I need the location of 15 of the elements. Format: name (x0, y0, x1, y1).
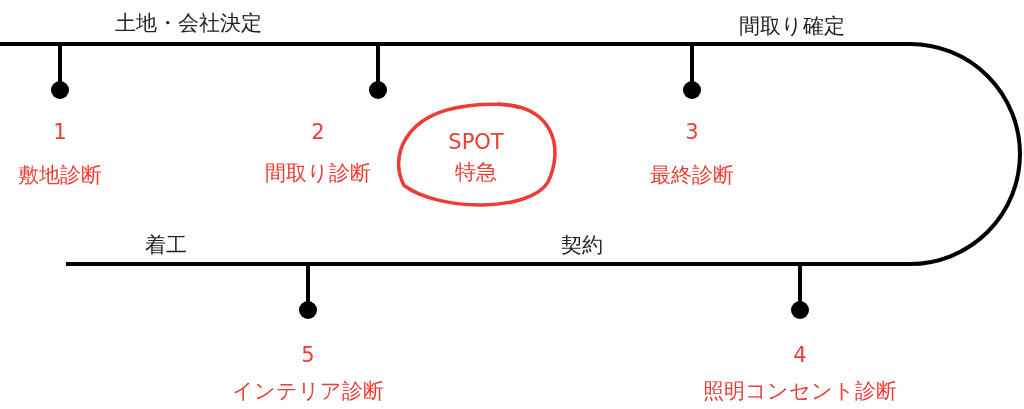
step-label: 間取り診断 (265, 161, 371, 187)
step-number: 4 (793, 343, 807, 369)
milestone-label: 土地・会社決定 (114, 11, 262, 37)
step-number: 5 (301, 343, 315, 369)
step-label: インテリア診断 (232, 379, 384, 405)
milestone-label: 契約 (561, 233, 603, 259)
step-number: 1 (53, 120, 67, 146)
milestone-label: 間取り確定 (739, 14, 845, 40)
step-label: 敷地診断 (18, 163, 102, 189)
step-number: 2 (311, 120, 325, 146)
step-label: 照明コンセント診断 (703, 379, 897, 405)
milestone-label: 着工 (145, 233, 187, 259)
step-number: 3 (685, 120, 699, 146)
step-label: 最終診断 (650, 163, 734, 189)
circled-label: SPOT 特急 (447, 128, 505, 186)
